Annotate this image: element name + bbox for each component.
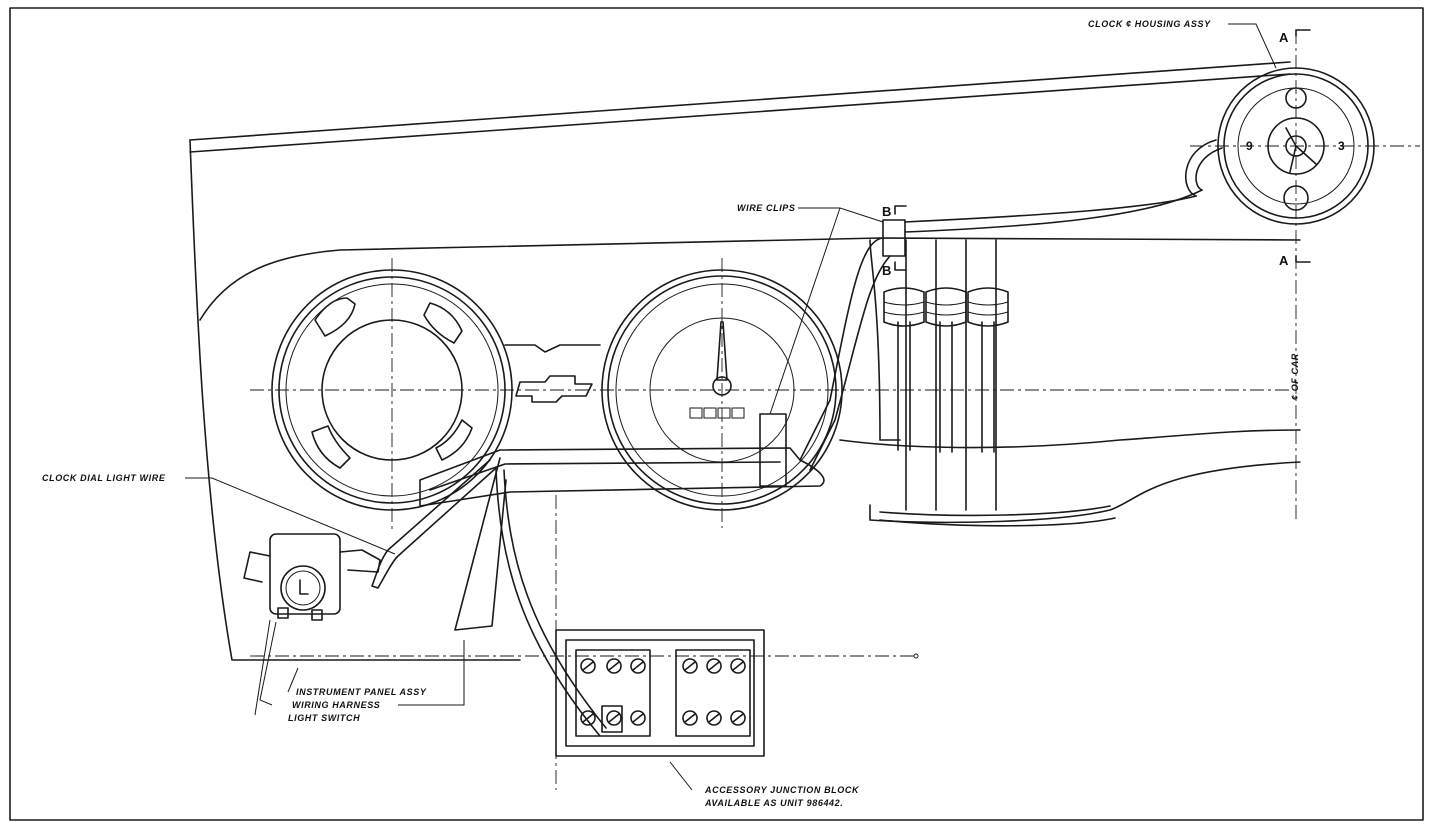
label-clock-dial-light-wire: CLOCK DIAL LIGHT WIRE bbox=[42, 473, 166, 483]
clock-number-3: 3 bbox=[1338, 139, 1345, 153]
wiring-harness bbox=[371, 189, 1203, 737]
label-instrument-panel: INSTRUMENT PANEL ASSY bbox=[296, 687, 427, 697]
section-mark-a: A A bbox=[1279, 29, 1311, 268]
terminal-screw bbox=[580, 710, 596, 726]
section-a-bottom: A bbox=[1279, 253, 1289, 268]
label-clock-housing: CLOCK ¢ HOUSING ASSY bbox=[1088, 19, 1211, 29]
terminal-screw bbox=[730, 710, 746, 726]
label-junction-block-2: AVAILABLE AS UNIT 986442. bbox=[704, 798, 843, 808]
clock-number-9: 9 bbox=[1246, 139, 1253, 153]
screw-slot bbox=[632, 713, 644, 723]
label-wiring-harness: WIRING HARNESS bbox=[292, 700, 380, 710]
section-b-bottom: B bbox=[882, 263, 891, 278]
panel-top-edge bbox=[189, 61, 1291, 153]
terminal-screw bbox=[606, 658, 622, 674]
screw-slot bbox=[608, 713, 620, 723]
screw-slot bbox=[708, 713, 720, 723]
junction-block bbox=[555, 629, 765, 757]
terminal-screw bbox=[706, 710, 722, 726]
screw-slot bbox=[582, 713, 594, 723]
label-centerline-of-car: ¢ OF CAR bbox=[1290, 353, 1300, 400]
terminal-screw bbox=[706, 658, 722, 674]
control-knobs bbox=[883, 239, 1009, 511]
screw-slot bbox=[732, 713, 744, 723]
label-wire-clips: WIRE CLIPS bbox=[737, 203, 796, 213]
screw-slot bbox=[582, 661, 594, 671]
terminal-screw bbox=[682, 710, 698, 726]
terminal-screw bbox=[606, 710, 622, 726]
label-light-switch: LIGHT SWITCH bbox=[288, 713, 360, 723]
section-mark-b: B B bbox=[882, 204, 907, 278]
drawing-border bbox=[9, 7, 1424, 821]
centerlines bbox=[250, 30, 1420, 790]
screw-slot bbox=[632, 661, 644, 671]
leader-lines bbox=[185, 23, 1277, 791]
instrument-panel-outline bbox=[189, 139, 1301, 661]
terminal-screw bbox=[580, 658, 596, 674]
terminal-screw bbox=[630, 658, 646, 674]
screw-slot bbox=[608, 661, 620, 671]
screw-slot bbox=[684, 713, 696, 723]
terminal-screw bbox=[730, 658, 746, 674]
light-switch bbox=[243, 533, 381, 621]
screw-slot bbox=[708, 661, 720, 671]
screw-slot bbox=[684, 661, 696, 671]
section-a-top: A bbox=[1279, 30, 1289, 45]
emblem bbox=[504, 344, 601, 403]
section-b-top: B bbox=[882, 204, 891, 219]
terminal-screw bbox=[682, 658, 698, 674]
label-junction-block-1: ACCESSORY JUNCTION BLOCK bbox=[704, 785, 860, 795]
screw-slot bbox=[732, 661, 744, 671]
terminal-screw bbox=[630, 710, 646, 726]
